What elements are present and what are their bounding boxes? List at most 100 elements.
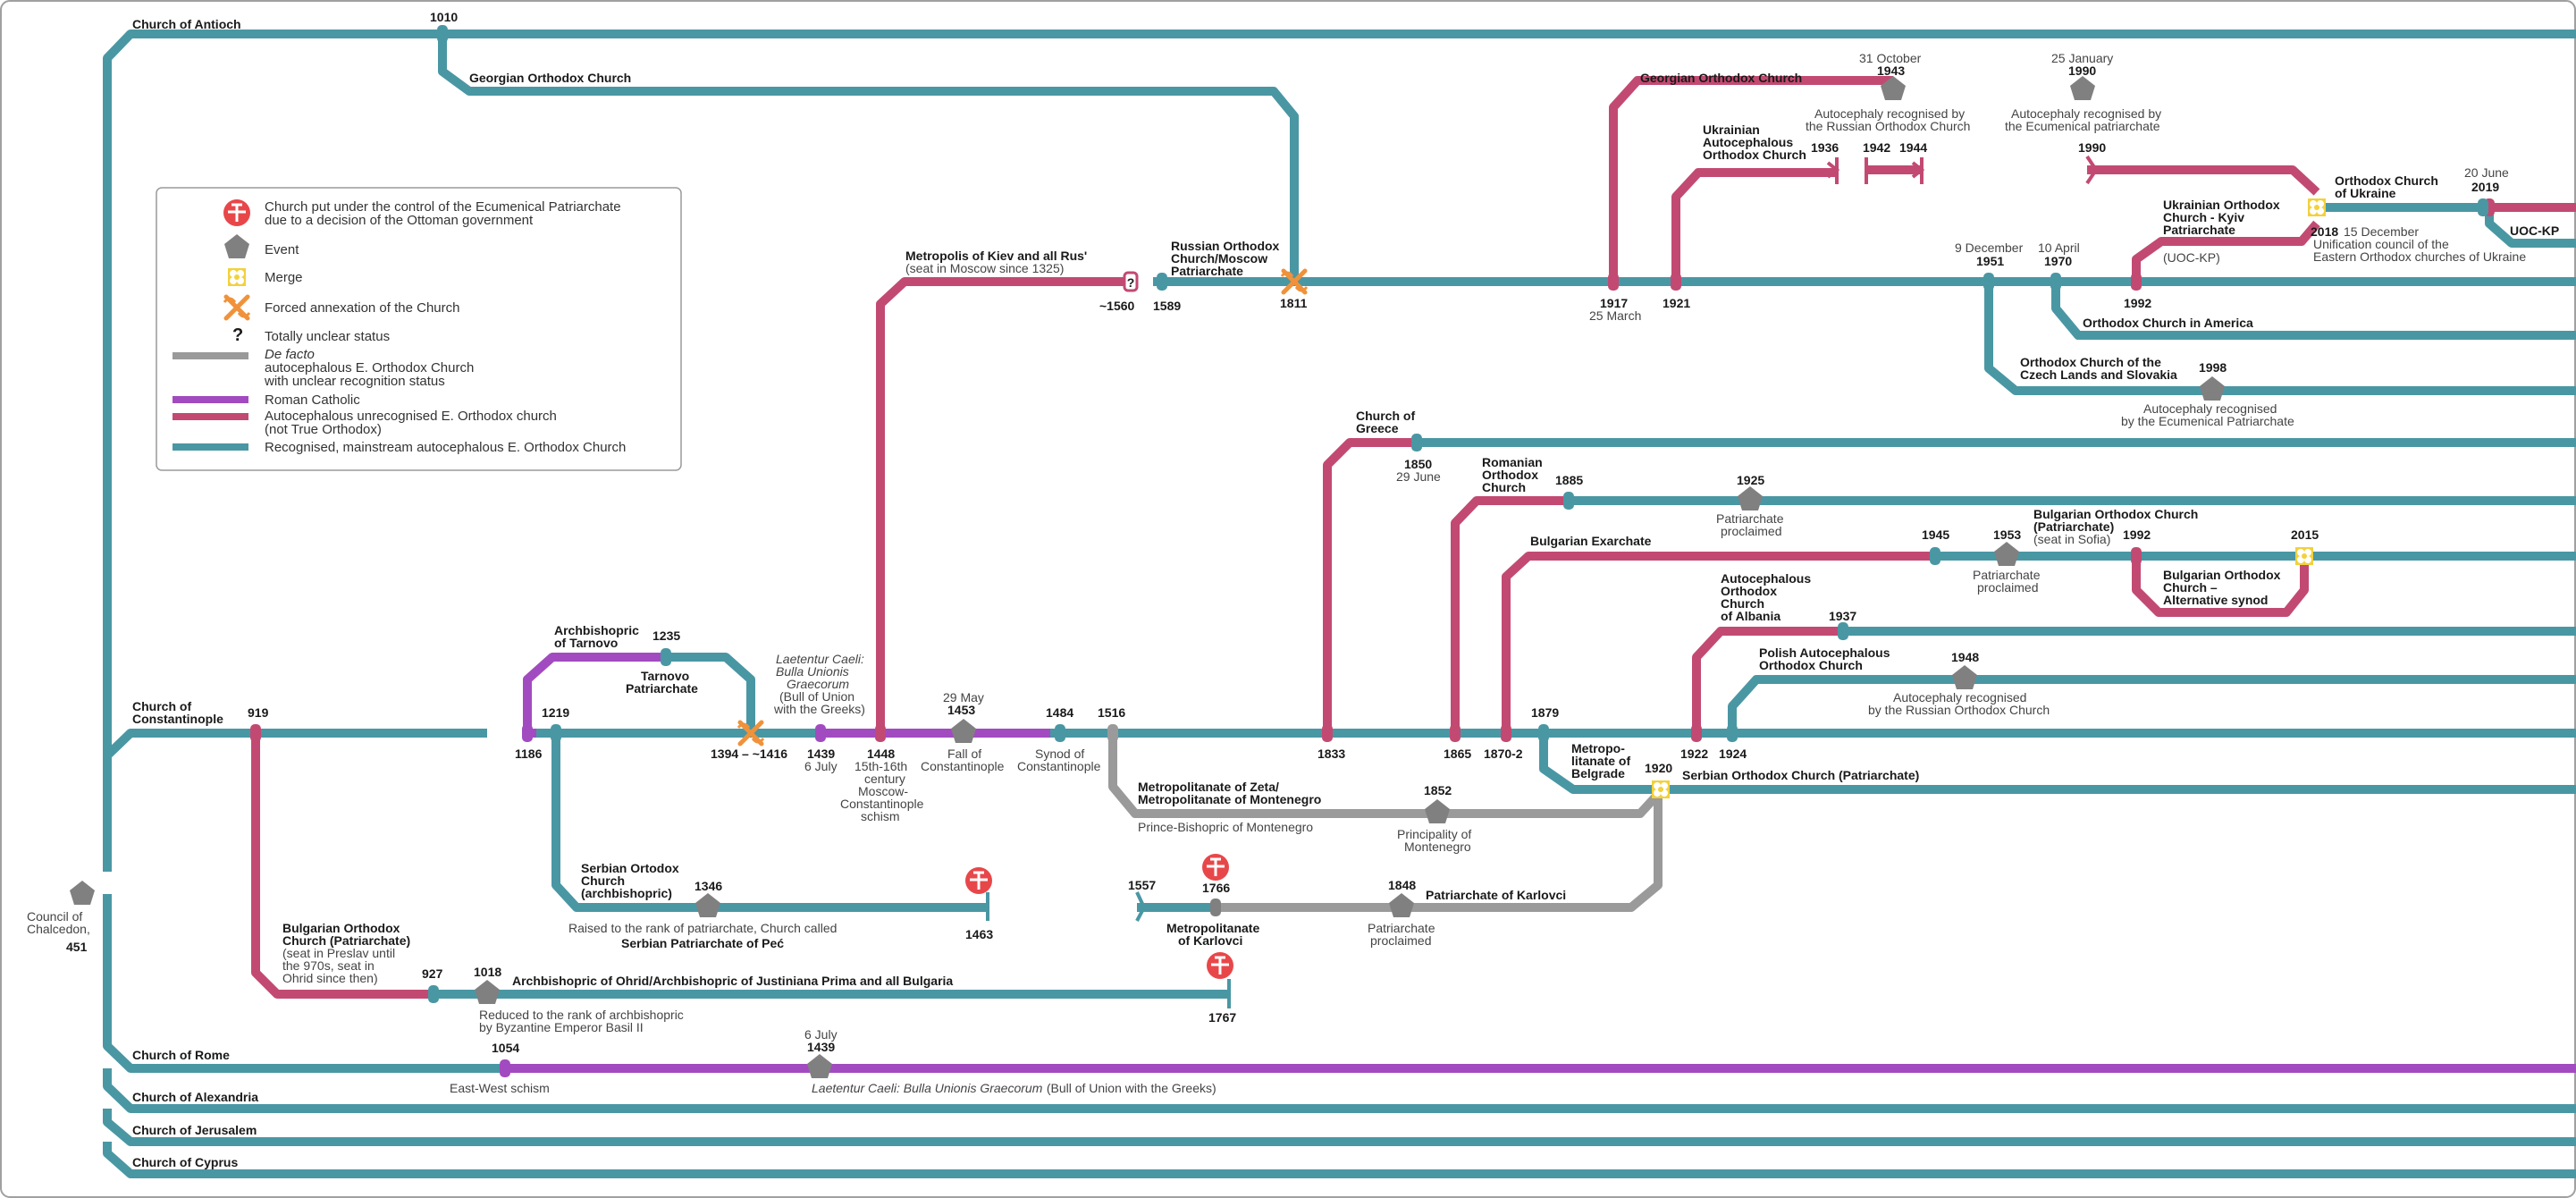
node-1870: [1501, 724, 1511, 742]
bull-1: Laetentur Caeli:: [776, 652, 864, 666]
svg-text:?: ?: [1127, 275, 1135, 290]
label-kp-1: Ukrainian Orthodox: [2163, 198, 2280, 212]
year-1943: 1943: [1877, 63, 1905, 78]
legend-unrecognised-2: (not True Orthodox): [265, 422, 382, 437]
year-1054: 1054: [492, 1041, 519, 1055]
label-chalcedon-2: Chalcedon,: [27, 922, 90, 936]
constantinople-line: [104, 729, 487, 759]
text-1948-1: Autocephaly recognised: [1893, 690, 2026, 704]
text-1943-1: Autocephaly recognised by: [1814, 106, 1965, 121]
label-poland-1: Polish Autocephalous: [1759, 645, 1890, 660]
text-1998-2: by the Ecumenical Patriarchate: [2121, 414, 2294, 428]
node-1917: [1608, 273, 1619, 291]
node-1924: [1727, 724, 1738, 742]
text-1990-2: the Ecumenical patriarchate: [2005, 119, 2160, 133]
legend-defacto-1: autocephalous E. Orthodox Church: [265, 360, 474, 375]
event-1925-icon: [1738, 486, 1763, 510]
legend-merge: Merge: [265, 270, 303, 285]
date-dec1951: 9 December: [1955, 240, 2024, 255]
node-1010: [437, 25, 448, 43]
year-919: 919: [248, 705, 269, 720]
georgian-red-line: [1609, 76, 1893, 282]
year-1992: 1992: [2124, 296, 2151, 310]
legend-unclear: Totally unclear status: [265, 329, 390, 344]
year-1448: 1448: [867, 747, 895, 761]
legend-ottoman-2: due to a decision of the Ottoman governm…: [265, 213, 534, 228]
label-ukr-auto-3: Orthodox Church: [1703, 148, 1806, 162]
year-1484: 1484: [1046, 705, 1073, 720]
label-tarnovo-2: of Tarnovo: [554, 636, 618, 650]
node-1992b: [2131, 547, 2142, 565]
ottoman-1766-icon: [1200, 852, 1231, 882]
year-2015: 2015: [2291, 527, 2319, 542]
year-1920: 1920: [1645, 761, 1672, 775]
year-1942: 1942: [1863, 140, 1890, 155]
merge-1920-icon: [1652, 780, 1670, 798]
label-bulg-alt-1: Bulgarian Orthodox: [2163, 568, 2281, 582]
date-greece: 29 June: [1396, 469, 1441, 484]
node-1186: [522, 724, 533, 742]
year-rome1439: 1439: [807, 1040, 835, 1054]
year-1945: 1945: [1922, 527, 1949, 542]
label-zeta-2: Metropolitanate of Montenegro: [1138, 792, 1321, 806]
label-zeta-1: Metropolitanate of Zeta/: [1138, 780, 1279, 794]
merge-2015-icon: [2295, 547, 2313, 565]
jerusalem-line: [103, 1109, 2576, 1146]
ukr-1990-line: [2087, 165, 2320, 196]
schism-5: schism: [861, 809, 900, 823]
date-rome1439: 6 July: [804, 1027, 838, 1042]
ukr-kp-line: [2132, 220, 2320, 282]
node-1945: [1930, 547, 1940, 565]
year-1922: 1922: [1680, 747, 1708, 761]
year-2019: 2019: [2471, 180, 2499, 194]
year-1865: 1865: [1444, 747, 1471, 761]
label-prince-bishopric: Prince-Bishopric of Montenegro: [1138, 820, 1313, 834]
ottoman-1767-icon: [1205, 950, 1235, 981]
year-1394: 1394 – ~1416: [711, 747, 787, 761]
event-1439-rome-icon: [807, 1054, 832, 1078]
event-1453-icon: [951, 719, 976, 743]
label-georgian-1: Georgian Orthodox Church: [469, 71, 631, 85]
year-1589: 1589: [1153, 299, 1181, 313]
legend-recognised: Recognised, mainstream autocephalous E. …: [265, 440, 626, 455]
date-1917: 25 March: [1589, 308, 1641, 323]
label-romania-2: Orthodox: [1482, 468, 1538, 482]
label-antioch: Church of Antioch: [132, 17, 241, 31]
label-chalcedon-1: Council of: [27, 909, 82, 924]
node-1850: [1411, 434, 1422, 451]
year-1811: 1811: [1280, 296, 1308, 310]
bulg-alt-line: [2132, 556, 2309, 617]
symbols: ?: [70, 76, 2326, 1078]
unclear-1560-icon: ?: [1123, 271, 1139, 292]
label-georgian-2: Georgian Orthodox Church: [1640, 71, 1802, 85]
year-1833: 1833: [1317, 747, 1345, 761]
label-america: Orthodox Church in America: [2083, 316, 2253, 330]
label-kp-2: Church - Kyiv: [2163, 210, 2244, 224]
year-1219: 1219: [542, 705, 569, 720]
label-greece-2: Greece: [1356, 421, 1399, 435]
schism-1: 15th-16th: [854, 759, 907, 773]
node-1833: [1322, 724, 1333, 742]
date-jun2019: 20 June: [2464, 165, 2509, 180]
legend-ottoman-1: Church put under the control of the Ecum…: [265, 199, 621, 215]
year-1948: 1948: [1951, 650, 1979, 664]
legend-ottoman-icon: [222, 198, 252, 228]
year-451: 451: [66, 940, 88, 954]
label-bulg-alt-2: Church –: [2163, 580, 2218, 595]
date-apr1970: 10 April: [2038, 240, 2080, 255]
year-1850: 1850: [1404, 457, 1432, 471]
year-1557: 1557: [1128, 878, 1156, 892]
event-1018-icon: [475, 980, 500, 1004]
year-1953: 1953: [1993, 527, 2021, 542]
label-preslav-5: Ohrid since then): [282, 971, 378, 985]
year-1870: 1870-2: [1484, 747, 1523, 761]
legend-forced: Forced annexation of the Church: [265, 300, 459, 316]
year-1937: 1937: [1829, 609, 1856, 623]
start-1557: [1135, 891, 1147, 922]
node-1219: [551, 724, 561, 742]
legend-box: [156, 187, 682, 471]
year-1990b: 1990: [2078, 140, 2106, 155]
node-1589: [1157, 273, 1167, 291]
year-1560: ~1560: [1099, 299, 1135, 313]
label-serbian-arch-1: Serbian Ortodox: [581, 861, 679, 875]
